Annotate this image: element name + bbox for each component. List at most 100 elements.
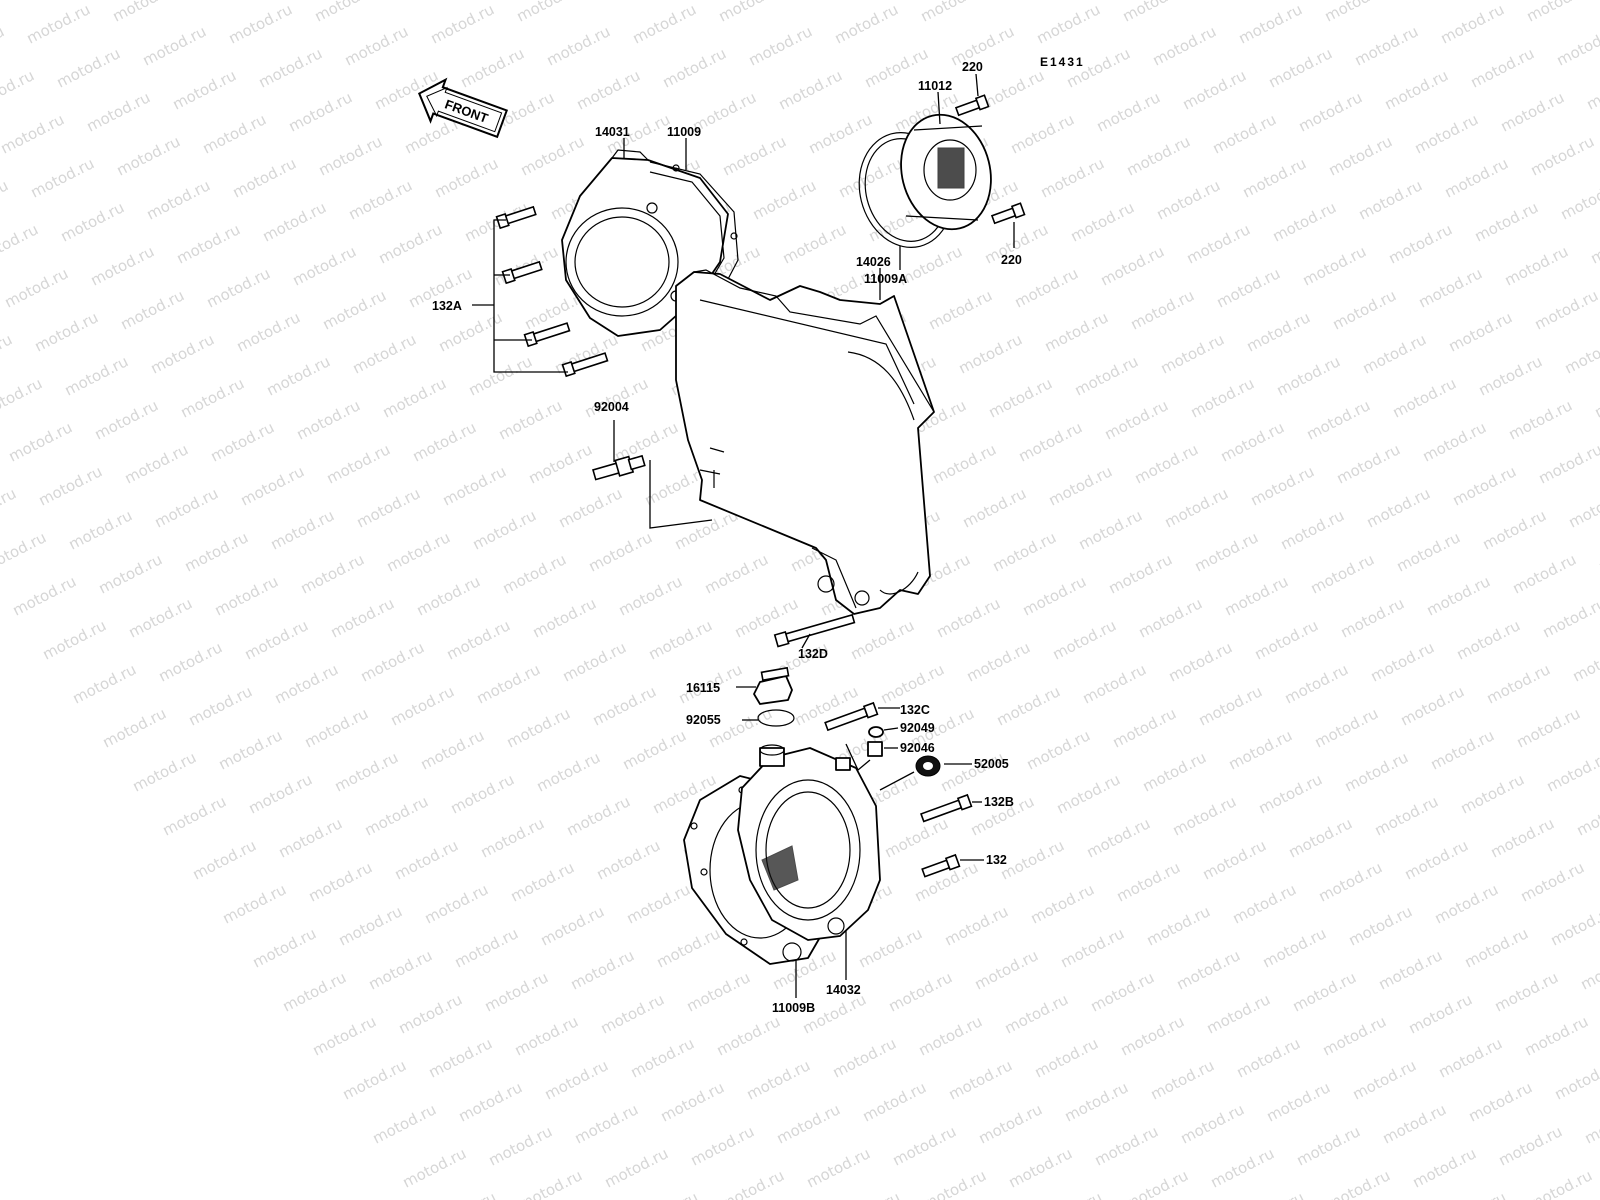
watermark-text: motod.ru [1282,660,1351,707]
watermark-text: motod.ru [946,1056,1015,1103]
watermark-text: motod.ru [1114,858,1183,905]
watermark-text: motod.ru [938,748,1007,795]
watermark-text: motod.ru [1562,330,1600,377]
watermark-text: motod.ru [1180,66,1249,113]
watermark-text: motod.ru [616,572,685,619]
bolt-132 [921,853,961,878]
watermark-text: motod.ru [1058,924,1127,971]
watermark-text: motod.ru [1072,352,1141,399]
watermark-text: motod.ru [890,1122,959,1169]
watermark-text: motod.ru [1304,396,1373,443]
watermark-text: motod.ru [392,836,461,883]
watermark-text: motod.ru [620,726,689,773]
watermark-text: motod.ru [1124,132,1193,179]
watermark-text: motod.ru [316,132,385,179]
watermark-text: motod.ru [340,1056,409,1103]
watermark-text: motod.ru [324,440,393,487]
watermark-text: motod.ru [298,550,367,597]
watermark-text: motod.ru [1236,0,1305,47]
watermark-text: motod.ru [594,836,663,883]
watermark-text: motod.ru [1462,924,1531,971]
watermark-text: motod.ru [512,1012,581,1059]
watermark-text: motod.ru [220,880,289,927]
watermark-text: motod.ru [110,0,179,26]
watermark-text: motod.ru [1368,638,1437,685]
watermark-text: motod.ru [182,528,251,575]
watermark-text: motod.ru [1038,154,1107,201]
watermark-text: motod.ru [226,0,295,47]
watermark-text: motod.ru [0,22,7,69]
watermark-text: motod.ru [1084,814,1153,861]
watermark-text: motod.ru [1428,726,1497,773]
watermark-text: motod.ru [290,242,359,289]
watermark-text: motod.ru [422,880,491,927]
watermark-text: motod.ru [780,220,849,267]
watermark-text: motod.ru [1154,176,1223,223]
watermark-text: motod.ru [6,418,75,465]
watermark-text: motod.ru [1382,66,1451,113]
watermark-text: motod.ru [802,0,871,4]
watermark-text: motod.ru [432,154,501,201]
watermark-text: motod.ru [0,374,45,421]
watermark-text: motod.ru [994,682,1063,729]
watermark-text: motod.ru [590,682,659,729]
watermark-text: motod.ru [1098,242,1167,289]
watermark-text: motod.ru [376,220,445,267]
watermark-text: motod.ru [234,308,303,355]
bolt-220-top [954,94,990,117]
watermark-text: motod.ru [0,220,41,267]
watermark-text: motod.ru [514,0,583,26]
watermark-text: motod.ru [918,0,987,26]
watermark-text: motod.ru [1290,968,1359,1015]
watermark-text: motod.ru [1528,132,1597,179]
watermark-text: motod.ru [286,88,355,135]
watermark-text: motod.ru [1592,374,1600,421]
watermark-text: motod.ru [1330,286,1399,333]
watermark-text: motod.ru [474,660,543,707]
watermark-text: motod.ru [1532,286,1600,333]
leader-220-top [975,73,979,97]
watermark-text: motod.ru [1320,1012,1389,1059]
watermark-text: motod.ru [28,154,97,201]
watermark-text: motod.ru [534,748,603,795]
watermark-text: motod.ru [1484,660,1553,707]
watermark-text: motod.ru [1150,22,1219,69]
watermark-text: motod.ru [54,44,123,91]
watermark-text: motod.ru [40,616,109,663]
watermark-text: motod.ru [1536,440,1600,487]
label-132b: 132B [984,795,1014,809]
label-11009b: 11009B [772,1001,815,1015]
watermark-text: motod.ru [130,748,199,795]
watermark-text: motod.ru [688,1122,757,1169]
watermark-text: motod.ru [1316,858,1385,905]
watermark-text: motod.ru [1004,0,1073,4]
watermark-text: motod.ru [178,374,247,421]
watermark-text: motod.ru [572,1100,641,1147]
watermark-text: motod.ru [204,264,273,311]
watermark-text: motod.ru [230,154,299,201]
watermark-text: motod.ru [196,0,265,4]
watermark-text: motod.ru [96,550,165,597]
watermark-text: motod.ru [470,506,539,553]
seal-52005 [915,755,941,777]
watermark-text: motod.ru [990,528,1059,575]
watermark-text: motod.ru [1080,660,1149,707]
watermark-text: motod.ru [1196,682,1265,729]
watermark-text: motod.ru [856,924,925,971]
watermark-text: motod.ru [238,462,307,509]
watermark-text: motod.ru [972,946,1041,993]
watermark-text: motod.ru [336,902,405,949]
watermark-text: motod.ru [960,484,1029,531]
watermark-text: motod.ru [930,440,999,487]
watermark-text: motod.ru [482,968,551,1015]
watermark-text: motod.ru [1326,132,1395,179]
watermark-text: motod.ru [1386,220,1455,267]
watermark-text: motod.ru [1226,726,1295,773]
watermark-text: motod.ru [384,528,453,575]
watermark-text: motod.ru [84,88,153,135]
watermark-text: motod.ru [190,836,259,883]
watermark-text: motod.ru [242,616,311,663]
watermark-text: motod.ru [354,484,423,531]
watermark-text: motod.ru [1094,88,1163,135]
watermark-text: motod.ru [878,660,947,707]
